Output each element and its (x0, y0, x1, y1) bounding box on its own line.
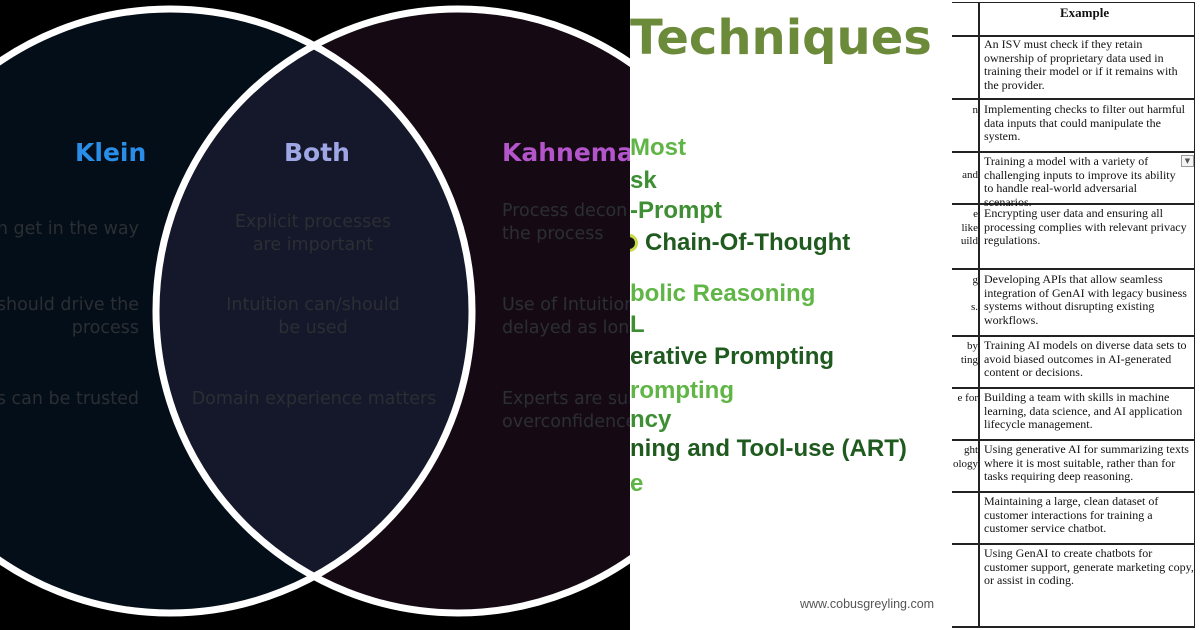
venn-right-item: Process decon the process (502, 201, 628, 244)
table-left-cell: e for (957, 392, 978, 404)
technique-item: rompting (630, 377, 734, 404)
venn-intersection (156, 9, 472, 613)
table-border-top (952, 2, 1195, 3)
table-example-cell: Using generative AI for summarizing text… (984, 442, 1189, 484)
venn-left-item: n get in the way (0, 219, 139, 239)
technique-item: Chain-Of-Thought (630, 229, 850, 257)
techniques-slide-panel: Techniques Most sk -Prompt Chain-Of-Thou… (630, 0, 952, 630)
technique-item: sk (630, 167, 657, 194)
technique-item: -Prompt (630, 197, 722, 224)
table-row-divider (952, 35, 1195, 37)
venn-center-item: Explicit processes are important (234, 212, 392, 255)
table-row-divider (952, 387, 1195, 389)
table-example-cell: Maintaining a large, clean dataset of cu… (984, 494, 1159, 536)
table-left-cell: and (962, 169, 978, 181)
technique-item: ning and Tool-use (ART) (630, 435, 907, 462)
venn-left-item: s can be trusted (0, 389, 139, 409)
table-row-divider (952, 203, 1195, 205)
table-border-bottom (952, 626, 1195, 628)
venn-heading-klein: Klein (75, 138, 147, 167)
venn-left-item: should drive the (0, 295, 139, 315)
table-left-cell: g (972, 274, 979, 286)
venn-right-item: Experts are sul overconfidence (502, 389, 630, 432)
table-left-cell: n (972, 104, 979, 116)
table-example-cell: Training AI models on diverse data sets … (984, 338, 1187, 380)
table-left-cell: e like uild (960, 208, 978, 248)
table-row-divider (952, 543, 1195, 545)
venn-center-item: Intuition can/should be used (226, 295, 400, 338)
table-example-cell: Building a team with skills in machine l… (984, 390, 1183, 432)
technique-item: bolic Reasoning (630, 280, 816, 307)
technique-item: ncy (630, 406, 672, 433)
venn-diagram-panel: Klein Both Kahnemar n get in the way sho… (0, 5, 630, 617)
table-example-cell: Training a model with a variety of chall… (984, 154, 1176, 209)
venn-left-item: process (71, 318, 139, 338)
table-header-example: Example (1060, 5, 1110, 20)
venn-heading-both: Both (284, 138, 350, 167)
table-example-cell: Implementing checks to filter out harmfu… (984, 102, 1185, 144)
venn-circles (0, 5, 630, 617)
table-left-cell: s. (970, 301, 978, 313)
table-border-vertical-inner (978, 2, 980, 628)
table-row-divider (952, 491, 1195, 493)
venn-center-item: Domain experience matters (191, 389, 437, 409)
table-border-right (1194, 2, 1195, 628)
dropdown-arrow-icon[interactable]: ▼ (1181, 155, 1194, 167)
table-example-cell: An ISV must check if they retain ownersh… (984, 37, 1178, 92)
venn-right-item: Use of Intuition delayed as long (502, 295, 630, 338)
venn-heading-kahneman: Kahnemar (502, 138, 630, 167)
table-row-divider (952, 268, 1195, 270)
table-row-divider (952, 439, 1195, 441)
table-row-divider (952, 335, 1195, 337)
technique-item: L (630, 311, 645, 338)
table-example-cell: Encrypting user data and ensuring all pr… (984, 206, 1187, 248)
table-left-cell: ght ology (952, 444, 978, 470)
bullet-icon (630, 234, 638, 252)
technique-item: e (630, 470, 644, 497)
table-panel: Example n and e like uild g s. by ting e… (952, 0, 1200, 630)
techniques-title: Techniques (630, 10, 932, 66)
table-example-cell: Using GenAI to create chatbots for custo… (984, 546, 1194, 588)
table-row-divider (952, 98, 1195, 100)
table-example-cell: Developing APIs that allow seamless inte… (984, 272, 1187, 327)
website-footer: www.cobusgreyling.com (800, 597, 935, 611)
table-row-divider (952, 151, 1195, 153)
technique-item: Most (630, 134, 686, 161)
table-left-cell: by ting (960, 340, 978, 366)
technique-item: erative Prompting (630, 343, 835, 370)
